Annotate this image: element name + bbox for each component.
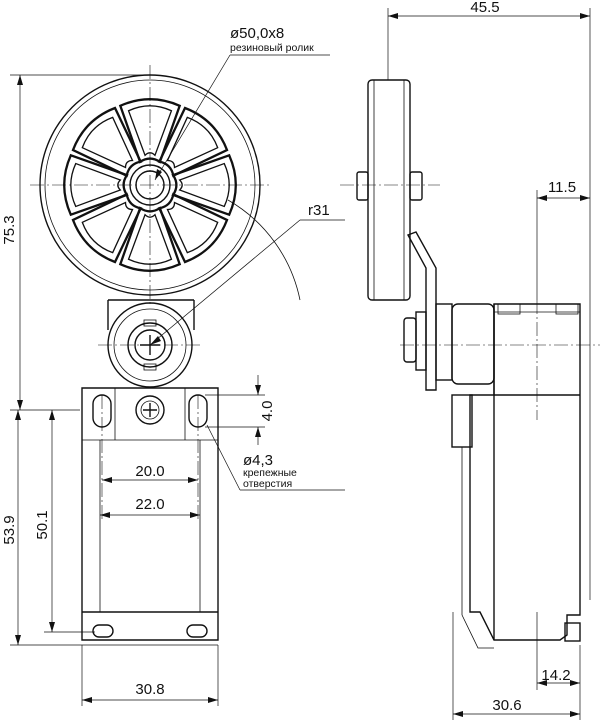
dim-height-total: 75.3: [1, 215, 18, 244]
lever-arm: [107, 299, 195, 330]
hub-side: [400, 303, 600, 385]
switch-body: [81, 387, 219, 641]
dim-offset-bottom: 14.2: [541, 667, 570, 684]
dim-height-body: 53.9: [1, 515, 18, 544]
lever-side: [406, 231, 437, 391]
hole-note-line2: отверстия: [243, 478, 292, 490]
dim-hole-diameter: ø4,3: [243, 452, 273, 469]
side-view: [340, 79, 600, 649]
dim-body-width: 30.8: [135, 681, 164, 698]
dim-hole-spacing-inner: 20.0: [135, 463, 164, 480]
dim-hole-spacing-outer: 22.0: [135, 496, 164, 513]
dim-roller-diameter: ø50,0x8: [230, 25, 284, 42]
body-side: [451, 300, 581, 649]
dim-body-depth: 30.6: [492, 697, 521, 714]
lever-hub: [98, 302, 202, 388]
radius-arc: [227, 199, 301, 301]
dim-slot-length: 4.0: [259, 401, 276, 422]
side-dimensions: 45.5 11.5 14.2 30.6: [387, 0, 591, 720]
dim-height-holes: 50.1: [34, 510, 51, 539]
front-dimensions: 75.3 53.9 50.1 20.0 22.0 4.0 ø: [1, 25, 345, 706]
dim-offset-top: 11.5: [548, 179, 576, 196]
dim-radius: r31: [308, 202, 330, 219]
front-view: [30, 65, 301, 641]
roller-side: [340, 79, 440, 301]
dim-overall-width: 45.5: [470, 0, 499, 16]
roller-note: резиновый ролик: [230, 42, 314, 54]
hole-note-line1: крепежные: [243, 467, 297, 479]
roller-wheel: [30, 65, 270, 305]
